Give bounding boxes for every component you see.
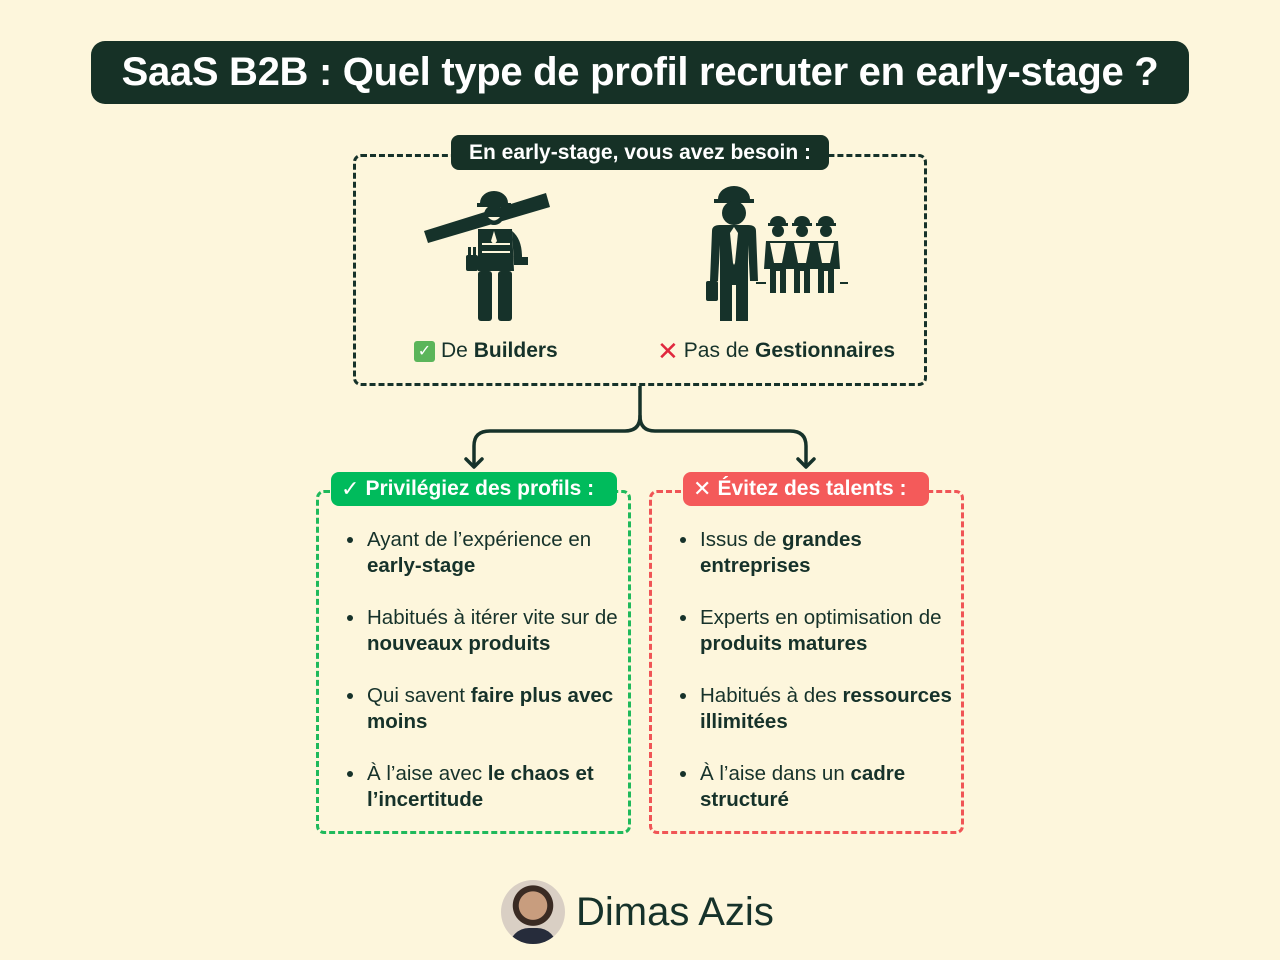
avoid-talents-title: Évitez des talents : xyxy=(717,477,907,500)
page-title: SaaS B2B : Quel type de profil recruter … xyxy=(121,50,1159,94)
cross-icon: ✕ xyxy=(693,476,712,501)
list-item: Qui savent faire plus avec moins xyxy=(345,683,625,761)
list-item: À l’aise dans un cadre structuré xyxy=(678,761,958,839)
list-item: Experts en optimisation de produits matu… xyxy=(678,605,958,683)
cross-mark-icon: ✕ xyxy=(657,336,679,366)
managers-emphasis: Gestionnaires xyxy=(755,339,896,362)
prefer-profiles-label: ✓ Privilégiez des profils : xyxy=(331,472,617,506)
prefer-profiles-title: Privilégiez des profils : xyxy=(365,477,595,500)
branch-arrow-connector xyxy=(464,386,816,469)
avoid-talents-list: Issus de grandes entreprises Experts en … xyxy=(678,527,958,839)
list-item: Habitués à des ressources illimitées xyxy=(678,683,958,761)
author-signature: Dimas Azis xyxy=(501,880,774,944)
builders-caption: ✓ De Builders xyxy=(414,337,558,365)
check-icon: ✓ xyxy=(341,476,360,501)
list-item: À l’aise avec le chaos et l’incertitude xyxy=(345,761,625,839)
need-section-label: En early-stage, vous avez besoin : xyxy=(451,135,829,170)
avoid-talents-label: ✕ Évitez des talents : xyxy=(683,472,929,506)
manager-with-team-icon xyxy=(706,186,848,321)
list-item: Issus de grandes entreprises xyxy=(678,527,958,605)
managers-prefix: Pas de xyxy=(683,339,750,362)
prefer-profiles-list: Ayant de l’expérience en early-stage Hab… xyxy=(345,527,625,839)
builders-prefix: De xyxy=(441,339,468,362)
title-banner: SaaS B2B : Quel type de profil recruter … xyxy=(91,41,1189,104)
avatar xyxy=(501,880,565,944)
construction-worker-carrying-beam-icon xyxy=(424,191,550,321)
list-item: Habitués à itérer vite sur de nouveaux p… xyxy=(345,605,625,683)
builders-emphasis: Builders xyxy=(473,339,558,362)
check-mark-icon: ✓ xyxy=(414,340,435,362)
managers-caption: ✕ Pas de Gestionnaires xyxy=(657,337,895,365)
author-name: Dimas Azis xyxy=(576,889,774,934)
list-item: Ayant de l’expérience en early-stage xyxy=(345,527,625,605)
